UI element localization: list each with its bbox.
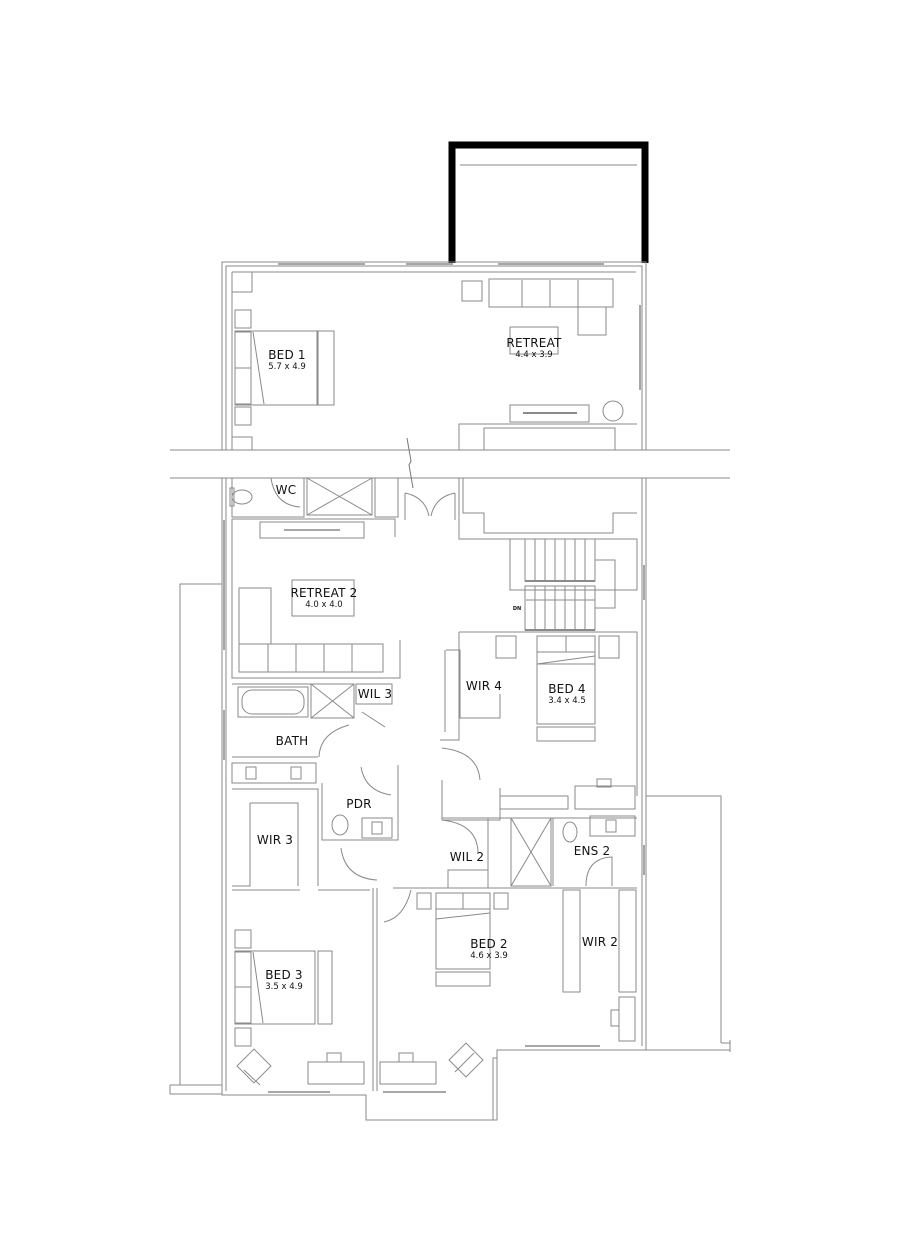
room-name: BED 1 [268, 348, 306, 362]
room-name: WIL 2 [449, 850, 485, 864]
bed4-area [440, 631, 638, 821]
retreat-furniture [458, 278, 637, 451]
room-label-bed1: BED 1 5.7 x 4.9 [268, 348, 306, 372]
retreat2-furniture [231, 518, 401, 679]
room-dimensions: 4.0 x 4.0 [305, 600, 343, 610]
room-name: WIR 2 [581, 935, 619, 949]
room-label-wir3: WIR 3 [257, 833, 293, 847]
hall-doors [404, 478, 637, 540]
room-label-bed2: BED 2 4.6 x 3.9 [470, 937, 508, 961]
room-name: BATH [275, 734, 309, 748]
room-dimensions: 4.6 x 3.9 [470, 951, 508, 961]
room-name: RETREAT 2 [290, 586, 358, 600]
room-label-pdr: PDR [346, 797, 371, 811]
room-label-ens2: ENS 2 [574, 844, 611, 858]
room-name: ENS 2 [573, 844, 611, 858]
room-label-wc: WC [276, 483, 297, 497]
ensuite-area [441, 815, 637, 1042]
room-label-bed4: BED 4 3.4 x 4.5 [548, 682, 586, 706]
wc-shower [229, 477, 399, 518]
main-walls [169, 478, 731, 1121]
room-dimensions: 3.4 x 4.5 [548, 696, 586, 706]
room-name: RETREAT [506, 336, 562, 350]
stairs [509, 538, 638, 631]
room-dimensions: 4.4 x 3.9 [515, 350, 553, 360]
stair-down-label: DN [512, 606, 522, 612]
room-name: WIR 4 [465, 679, 503, 693]
room-name: WIL 3 [357, 687, 393, 701]
room-name: BED 3 [265, 968, 303, 982]
section-break [170, 437, 730, 489]
room-label-bath: BATH [276, 734, 309, 748]
room-label-wir2: WIR 2 [582, 935, 618, 949]
room-dimensions: 3.5 x 4.9 [265, 982, 303, 992]
room-label-retreat: RETREAT 4.4 x 3.9 [506, 336, 561, 360]
room-label-wil3: WIL 3 [358, 687, 393, 701]
balcony [448, 141, 649, 263]
room-label-wil2: WIL 2 [450, 850, 485, 864]
room-name: PDR [346, 797, 372, 811]
room-label-bed3: BED 3 3.5 x 4.9 [265, 968, 303, 992]
room-label-wir4: WIR 4 [466, 679, 502, 693]
room-name: BED 4 [548, 682, 586, 696]
bed3-area [232, 889, 370, 1086]
bed1-furniture [234, 309, 335, 426]
bath-pdr-area [231, 683, 399, 887]
room-dimensions: 5.7 x 4.9 [268, 362, 306, 372]
room-label-retreat2: RETREAT 2 4.0 x 4.0 [290, 586, 357, 610]
room-name: WC [275, 483, 297, 497]
room-name: WIR 3 [256, 833, 294, 847]
bed2-area [372, 887, 637, 1091]
room-name: BED 2 [470, 937, 508, 951]
